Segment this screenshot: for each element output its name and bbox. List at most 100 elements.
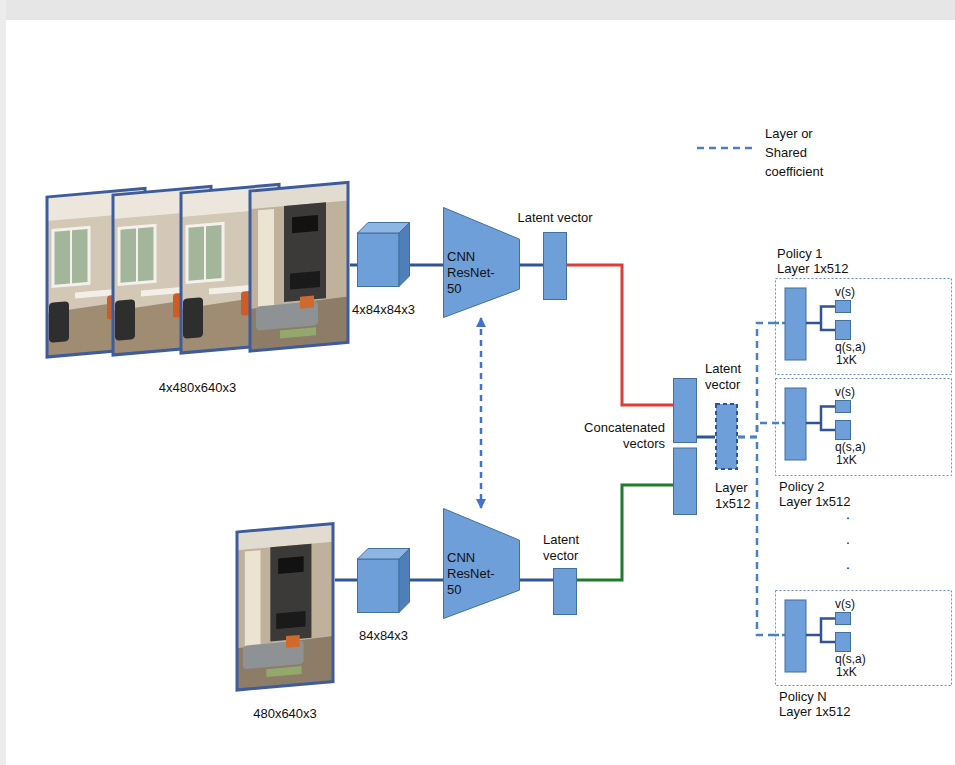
- branch-line: [821, 619, 835, 643]
- node-label: q(s,a): [835, 441, 866, 454]
- node-label: 1xK: [836, 666, 857, 679]
- policy-layer: [785, 288, 806, 360]
- connector: [335, 579, 357, 582]
- ellipsis-dot: .: [846, 556, 850, 572]
- policy-frame: [776, 591, 952, 686]
- shared-link: [775, 422, 785, 425]
- shared-link: [775, 322, 785, 325]
- connector: [520, 579, 553, 582]
- connector: [480, 318, 483, 508]
- vector-block: [554, 569, 577, 615]
- cnn-encoder: CNN ResNet-50: [443, 207, 520, 318]
- value-output-shape: [835, 612, 851, 625]
- connector: [738, 323, 775, 437]
- side-band: [0, 0, 6, 765]
- shared-layer-shape: [715, 403, 738, 470]
- branch-line: [806, 322, 821, 325]
- frame-image: [237, 524, 333, 690]
- value-output: v(s): [835, 612, 851, 625]
- policy-layer: [785, 600, 806, 672]
- vector-block: [836, 421, 851, 440]
- top-band: [0, 0, 955, 20]
- connector: [520, 264, 543, 267]
- cube-side: [399, 223, 410, 287]
- node-label: Concatenated vectors: [565, 420, 665, 452]
- node-label: Policy N Layer 1x512: [779, 689, 857, 719]
- value-output: v(s): [835, 400, 851, 413]
- node-label: CNN ResNet-50: [447, 550, 495, 598]
- branch-line: [806, 422, 821, 425]
- node-label: q(s,a): [835, 653, 866, 666]
- connector: [410, 579, 443, 582]
- node-label: 84x84x3: [359, 628, 408, 644]
- node-label: v(s): [835, 286, 855, 299]
- cnn-encoder: CNN ResNet-50: [443, 508, 520, 619]
- policy-head-shape: [775, 378, 952, 476]
- input-tensor-shape: [357, 548, 410, 613]
- policy-frame: [776, 279, 952, 375]
- vector-block: [836, 613, 851, 625]
- shared-layer: Latent vectorLayer 1x512: [715, 403, 738, 470]
- input-image: 480x640x3: [235, 526, 335, 692]
- concatenated-vectors: Concatenated vectors: [673, 378, 697, 515]
- q-value-output-shape: [835, 632, 851, 652]
- room-photo: [250, 182, 348, 351]
- input-tensor-shape: [357, 222, 410, 287]
- latent-vector: Latent vector: [553, 568, 577, 615]
- policy-frame: [776, 379, 952, 476]
- encoder-trapezoid: [444, 208, 520, 318]
- policy-head-shape: [775, 278, 952, 375]
- node-label: Latent vector: [705, 361, 750, 393]
- connector: [697, 436, 715, 439]
- q-value-output: q(s,a)1xK: [835, 420, 851, 440]
- connector: [350, 264, 357, 267]
- latent-vector: Latent vector: [543, 232, 567, 300]
- node-label: 1xK: [836, 454, 857, 467]
- node-label: Policy 2 Layer 1x512: [779, 479, 857, 509]
- photo-border: [237, 524, 333, 690]
- policy-layer: [785, 388, 806, 460]
- policy-head-shape: [775, 590, 952, 686]
- node-label: v(s): [835, 386, 855, 399]
- shared-layer-block: [716, 404, 737, 469]
- node-label: Layer 1x512: [715, 480, 755, 512]
- node-label: CNN ResNet-50: [447, 249, 495, 297]
- q-value-output-shape: [835, 320, 851, 340]
- vector-block: [836, 321, 851, 340]
- policy-head: Policy 2 Layer 1x512v(s)q(s,a)1xK: [775, 378, 952, 476]
- value-output-shape: [835, 300, 851, 313]
- node-label: q(s,a): [835, 341, 866, 354]
- q-value-output: q(s,a)1xK: [835, 632, 851, 652]
- branch-line: [821, 407, 835, 431]
- latent-vector-shape: [553, 568, 577, 615]
- vector-block: [544, 233, 567, 300]
- shared-link: [775, 634, 785, 637]
- vector-block: [836, 401, 851, 413]
- legend-label: Layer or Shared coefficient: [765, 124, 843, 181]
- cube-front: [358, 559, 400, 613]
- encoder-trapezoid: [444, 509, 520, 619]
- connector: [567, 265, 673, 405]
- node-label: v(s): [835, 598, 855, 611]
- connector: [410, 264, 443, 267]
- policy-head: Policy N Layer 1x512v(s)q(s,a)1xK: [775, 590, 952, 686]
- cube-front: [358, 233, 400, 287]
- q-value-output-shape: [835, 420, 851, 440]
- ellipsis-dot: .: [846, 506, 850, 522]
- room-photo: [237, 524, 333, 689]
- vector-block: [674, 448, 697, 515]
- vector-block: [836, 301, 851, 313]
- frame-stack: 4x480x640x3: [45, 183, 350, 359]
- branch-line: [821, 307, 835, 331]
- concatenated-vectors-shape: [673, 378, 697, 515]
- branch-line: [806, 634, 821, 637]
- value-output-shape: [835, 400, 851, 413]
- frame-image: [250, 182, 348, 351]
- node-label: 4x480x640x3: [159, 380, 236, 396]
- policy-head: Policy 1 Layer 1x512v(s)q(s,a)1xK: [775, 278, 952, 375]
- cube-side: [399, 549, 410, 613]
- node-label: Policy 1 Layer 1x512: [777, 246, 855, 276]
- node-label: 1xK: [836, 354, 857, 367]
